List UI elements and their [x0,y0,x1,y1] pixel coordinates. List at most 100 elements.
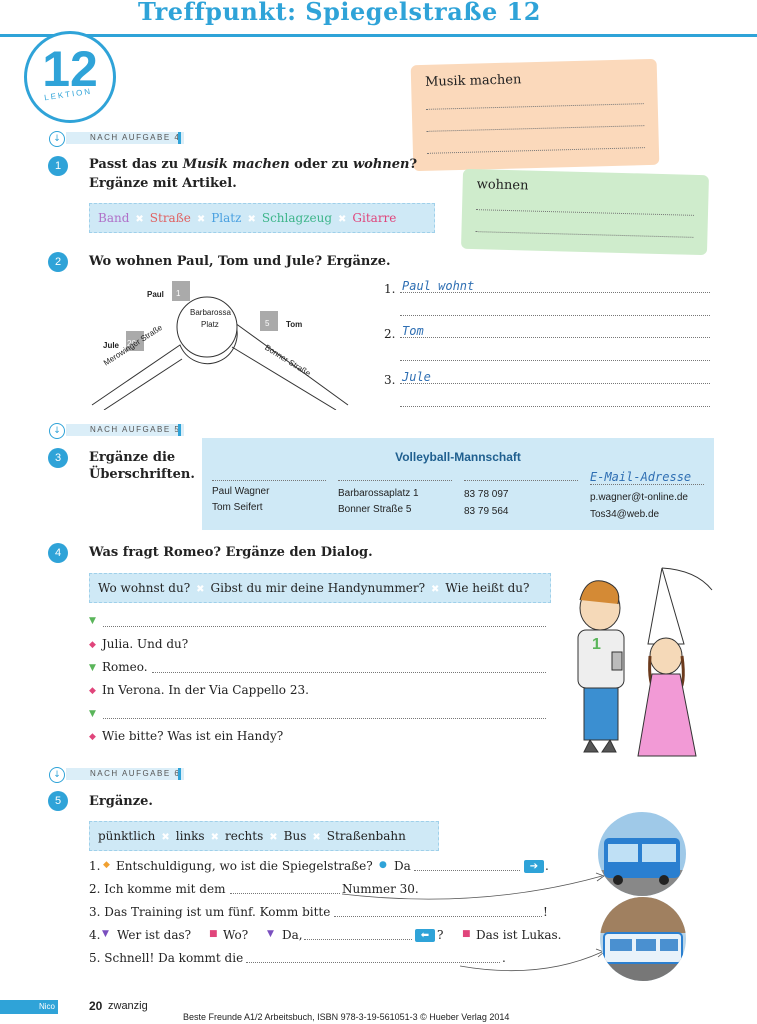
answer-line[interactable] [400,360,710,361]
dialog-text: Julia. Und du? [102,637,189,651]
answer-number: 1. [384,282,396,296]
dialog-text: In Verona. In der Via Cappello 23. [102,683,309,697]
sentence-text: 3. Das Training ist um fünf. Komm bitte [89,905,331,919]
note-musik-machen: Musik machen [410,58,660,172]
exercise-number: 2 [48,252,68,272]
answer-line[interactable] [400,406,710,407]
answer-start: Paul wohnt [402,279,475,293]
phrase[interactable]: Gibst du mir deine Handynummer? [210,581,425,595]
answer-line[interactable] [400,292,710,293]
section-marker: NACH AUFGABE 5 [66,424,185,436]
dialog-line[interactable] [103,626,546,627]
phrase[interactable]: Wie heißt du? [445,581,530,595]
arrow-down-icon: ↓ [49,131,65,147]
answer-start: Tom [402,324,424,338]
arrow-left-icon: ⬅ [415,929,435,942]
table-cell: p.wagner@t-online.de [590,492,688,503]
diamond-icon: ◆ [103,860,110,870]
word[interactable]: Gitarre [352,211,397,225]
heading-line[interactable] [464,480,578,481]
sentence-text: Wer ist das? [117,928,192,942]
dialog-text: Romeo. [102,660,148,674]
sentence-end: ! [543,905,548,919]
street-map [91,281,349,410]
diamond-icon: ◆ [89,640,96,650]
connector-arrows [341,872,605,972]
page-title: Treffpunkt: Spiegelstraße 12 [138,0,542,26]
note-line[interactable] [476,209,694,216]
word[interactable]: rechts [224,829,264,843]
square-icon: ■ [462,929,471,939]
table-cell: Tom Seifert [212,502,263,513]
note-wohnen-label: wohnen [476,177,529,194]
map-house-number: 5 [265,319,270,328]
answer-line[interactable] [400,337,710,338]
map-label-tom: Tom [286,320,303,329]
triangle-icon: ▼ [89,663,96,673]
exercise-3-task: Ergänze die [89,450,176,465]
table-cell: Tos34@web.de [590,509,660,520]
lesson-number: 12 [42,41,98,97]
sentence-text: Da, [282,928,303,942]
gap-line[interactable] [334,916,542,917]
page-number-word: zwanzig [108,1000,148,1012]
heading-line[interactable] [338,480,452,481]
arrow-right-icon: ➔ [524,860,544,873]
word[interactable]: pünktlich [98,829,156,843]
note-musik-label: Musik machen [424,72,522,90]
header-rule [0,34,757,37]
word-box: Wo wohnst du?✖Gibst du mir deine Handynu… [89,573,551,603]
sentence-text: Wo? [223,928,249,942]
heading-line[interactable] [212,480,326,481]
gap-line[interactable] [414,870,520,871]
gap-line[interactable] [304,939,412,940]
gap-line[interactable] [246,962,500,963]
triangle-icon: ▼ [89,616,96,626]
answer-start: Jule [402,370,431,384]
marker-end [178,132,181,144]
note-line[interactable] [426,125,645,132]
bus-photo [598,812,686,896]
map-label-paul: Paul [147,290,164,299]
circle-icon: ● [379,860,387,870]
author-tag: Nico [0,1000,58,1014]
table-cell: Barbarossaplatz 1 [338,488,419,499]
answer-number: 3. [384,373,396,387]
lesson-badge [24,31,116,123]
exercise-number: 4 [48,543,68,563]
word[interactable]: Straßenbahn [326,829,406,843]
exercise-number: 1 [48,156,68,176]
word[interactable]: Bus [283,829,307,843]
note-line[interactable] [426,147,645,154]
word[interactable]: links [175,829,205,843]
table-cell: 83 78 097 [464,489,509,500]
word[interactable]: Schlagzeug [261,211,333,225]
triangle-icon: ▼ [89,709,96,719]
arrow-down-icon: ↓ [49,423,65,439]
exercise-4-task: Was fragt Romeo? Ergänze den Dialog. [89,545,373,560]
diamond-icon: ◆ [89,686,96,696]
diamond-icon: ◆ [89,732,96,742]
note-line[interactable] [475,231,694,238]
word[interactable]: Straße [149,211,191,225]
dialog-line[interactable] [152,672,546,673]
exercise-number: 5 [48,791,68,811]
phrase[interactable]: Wo wohnst du? [98,581,191,595]
sentence-end: . [502,951,506,965]
dialog-text: Wie bitte? Was ist ein Handy? [102,729,284,743]
map-house-number: 1 [176,289,181,298]
table-cell: 83 79 564 [464,506,509,517]
shirt-number: 1 [592,636,601,653]
word[interactable]: Band [98,211,130,225]
answer-line[interactable] [400,383,710,384]
section-marker: NACH AUFGABE 4 [66,132,185,144]
dialog-line[interactable] [103,718,546,719]
square-icon: ■ [209,929,218,939]
answer-line[interactable] [400,315,710,316]
table-title: Volleyball-Mannschaft [395,450,521,464]
note-wohnen: wohnen [460,168,710,256]
note-line[interactable] [425,103,644,110]
gap-line[interactable] [230,893,340,894]
sentence-number: 1. [89,859,101,873]
word[interactable]: Platz [211,211,242,225]
